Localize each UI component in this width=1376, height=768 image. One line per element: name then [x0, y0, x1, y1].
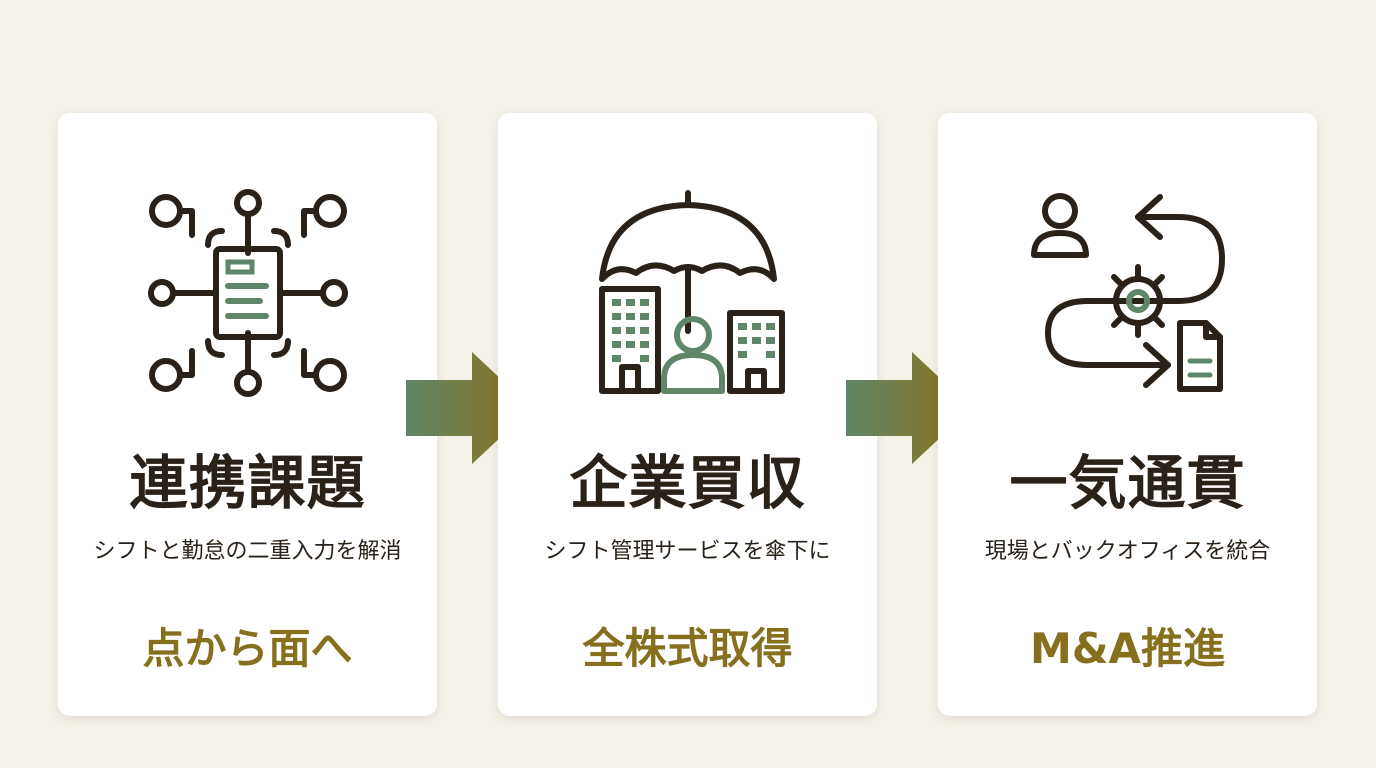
card-tag: 点から面へ	[142, 624, 353, 673]
card-title: 連携課題	[129, 449, 366, 517]
card-tag: 全株式取得	[582, 624, 793, 673]
card-subtitle: 現場とバックオフィスを統合	[984, 539, 1271, 564]
card-title: 企業買収	[569, 449, 806, 517]
card-acquisition: 企業買収 シフト管理サービスを傘下に 全株式取得	[498, 113, 877, 716]
card-end-to-end: 一気通貫 現場とバックオフィスを統合 M&A推進	[938, 113, 1317, 716]
workflow-integration-icon	[1031, 193, 1225, 392]
card-title: 一気通貫	[1009, 449, 1246, 517]
card-subtitle: シフト管理サービスを傘下に	[544, 539, 831, 564]
network-document-icon	[148, 189, 348, 397]
card-tag: M&A推進	[1030, 624, 1225, 673]
card-subtitle: シフトと勤怠の二重入力を解消	[93, 539, 402, 564]
umbrella-buildings-person-icon	[599, 190, 785, 394]
card-coordination-issue: 連携課題 シフトと勤怠の二重入力を解消 点から面へ	[58, 113, 437, 716]
